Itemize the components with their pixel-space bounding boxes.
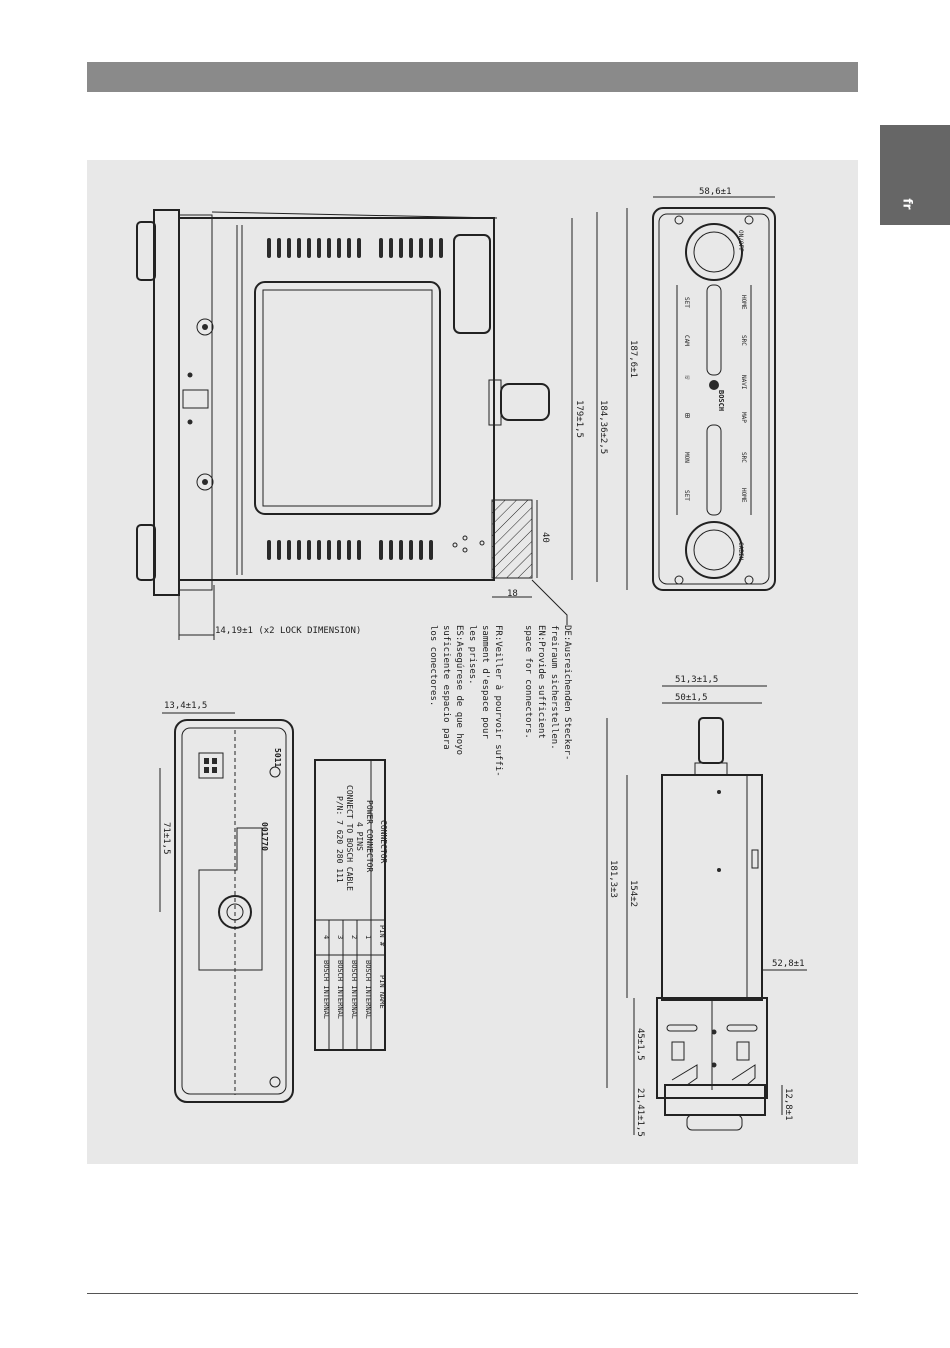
table-cell: BOSCH INTERNAL: [350, 960, 358, 1019]
dim-front-height: 187,6±1: [628, 340, 638, 378]
technical-drawing: 179±1,5 184,36±2,5 40 18 14,19±1 (x2 LOC…: [136, 187, 807, 1137]
dim-top-body: 154±2: [628, 880, 638, 907]
rear-code2: 001770: [260, 822, 269, 851]
front-buttons-right: HOME SRC NAVI MAP SRC HOME: [740, 295, 747, 503]
table-header-pin: PIN #: [378, 925, 386, 947]
side-knob-bottom: [136, 524, 156, 581]
table-cell: 1: [364, 935, 372, 939]
footer-rule: [87, 1293, 858, 1294]
btn-mon[interactable]: MON: [683, 452, 690, 463]
table-cell: 3: [336, 935, 344, 939]
language-tab[interactable]: fr: [880, 125, 950, 225]
connector-table: CONNECTOR POWER CONNECTOR 4 PINS CONNECT…: [314, 759, 388, 1051]
drawing-panel: 179±1,5 184,36±2,5 40 18 14,19±1 (x2 LOC…: [87, 160, 858, 1164]
dim-conn-w: 18: [507, 589, 518, 599]
note-line: los conectores.: [428, 625, 438, 706]
dim-side-depth-total: 184,36±2,5: [598, 400, 608, 454]
dim-top-52: 52,8±1: [772, 959, 805, 969]
dim-top-total: 181,3±3: [608, 860, 618, 898]
dim-top-45: 45±1,5: [635, 1028, 645, 1061]
table-frame: [314, 759, 386, 1051]
note-line: freiraum sicherstellen.: [549, 625, 559, 750]
connector-space-hatch: [491, 499, 533, 579]
table-desc: P/N: 7 620 280 111: [335, 796, 344, 883]
table-cell: BOSCH INTERNAL: [336, 960, 344, 1019]
top-shaft: [698, 717, 724, 764]
side-chassis: [178, 217, 495, 581]
vent-slots-bottom: [267, 540, 433, 560]
knob-top[interactable]: [685, 223, 743, 281]
language-tab-label: fr: [900, 198, 915, 210]
rear-code1: 5011: [273, 748, 282, 767]
dim-lock: 14,19±1 (x2 LOCK DIMENSION): [215, 626, 361, 636]
table-desc: POWER CONNECTOR: [365, 800, 374, 872]
btn-home-top[interactable]: HOME: [740, 295, 747, 310]
header-bar: [87, 62, 858, 92]
btn-src-top[interactable]: SRC: [740, 335, 747, 346]
power-connector: [198, 752, 224, 779]
dim-rear-top: 13,4±1,5: [164, 701, 207, 711]
dim-side-depth: 179±1,5: [574, 400, 584, 438]
rear-antenna-socket: [218, 895, 252, 929]
table-desc: 4 PINS: [355, 822, 364, 851]
dim-conn-h: 40: [540, 532, 550, 543]
btn-map[interactable]: MAP: [740, 412, 747, 423]
table-cell: BOSCH INTERNAL: [322, 960, 330, 1019]
btn-navi[interactable]: NAVI: [740, 375, 747, 390]
side-view: 179±1,5 184,36±2,5 40 18 14,19±1 (x2 LOC…: [136, 209, 608, 640]
side-window: [254, 281, 441, 515]
vent-slots-top: [267, 238, 443, 258]
front-bezel-outer: [652, 207, 776, 591]
side-shaft: [500, 383, 550, 421]
note-line: suficiente espacio para: [441, 625, 451, 750]
note-line: les prises.: [467, 625, 477, 685]
rear-view: 5011 001770 13,4±1,5 71±1,5: [159, 701, 294, 1103]
dim-rear-conn: 71±1,5: [161, 822, 171, 855]
connector-note: DE:Ausreichenden Stecker- freiraum siche…: [428, 625, 572, 777]
note-line: samment d'espace pour: [480, 625, 490, 739]
rear-outer: [174, 719, 294, 1103]
front-view: ON/OFF CABIN BOSCH HOME SRC NAVI MAP SRC…: [626, 187, 776, 591]
bosch-logo-icon: [709, 380, 719, 390]
label-bottom-knob: CABIN: [737, 542, 744, 560]
top-front-plate: [664, 1084, 766, 1116]
knob-bottom[interactable]: [685, 521, 743, 579]
table-desc: CONNECT TO BOSCH CABLE: [345, 785, 354, 891]
table-cell: 2: [350, 935, 358, 939]
side-bracket: [453, 234, 491, 334]
table-title: CONNECTOR: [379, 820, 388, 864]
dim-top-12: 12,8±1: [783, 1088, 793, 1121]
note-line: space for connectors.: [523, 625, 533, 739]
dim-top-w2: 50±1,5: [675, 693, 708, 703]
note-line: FR:Veiller à pourvoir suffi-: [493, 625, 503, 777]
side-knob-top: [136, 221, 156, 281]
note-line: DE:Ausreichenden Stecker-: [562, 625, 572, 760]
btn-home-bottom[interactable]: HOME: [740, 488, 747, 503]
note-line: EN:Provide sufficient: [536, 625, 546, 739]
table-cell: 4: [322, 935, 330, 939]
front-buttons-left: SET CAM ☏ ⊞ MON SET: [683, 297, 692, 501]
dim-top-21: 21,41±1,5: [635, 1088, 645, 1137]
table-header-name: PIN NAME: [378, 975, 386, 1009]
btn-cam[interactable]: CAM: [683, 335, 690, 346]
phone-icon[interactable]: ☏: [683, 375, 692, 380]
note-line: ES:Asegúrese de que hoyo: [454, 625, 464, 755]
table-cell: BOSCH INTERNAL: [364, 960, 372, 1019]
dim-front-width: 58,6±1: [699, 187, 732, 197]
label-brand: BOSCH: [717, 390, 725, 411]
dim-top-w1: 51,3±1,5: [675, 675, 718, 685]
side-bezel-inner: [178, 214, 213, 591]
top-view: 51,3±1,5 50±1,5 181,3±3 154±2 52,8±1 45±…: [606, 675, 807, 1137]
btn-set-top[interactable]: SET: [683, 297, 690, 308]
btn-src-bottom[interactable]: SRC: [740, 452, 747, 463]
display-icon[interactable]: ⊞: [683, 413, 692, 418]
btn-set-bottom[interactable]: SET: [683, 490, 690, 501]
side-bezel: [153, 209, 180, 596]
label-top-knob: ON/OFF: [737, 230, 744, 252]
